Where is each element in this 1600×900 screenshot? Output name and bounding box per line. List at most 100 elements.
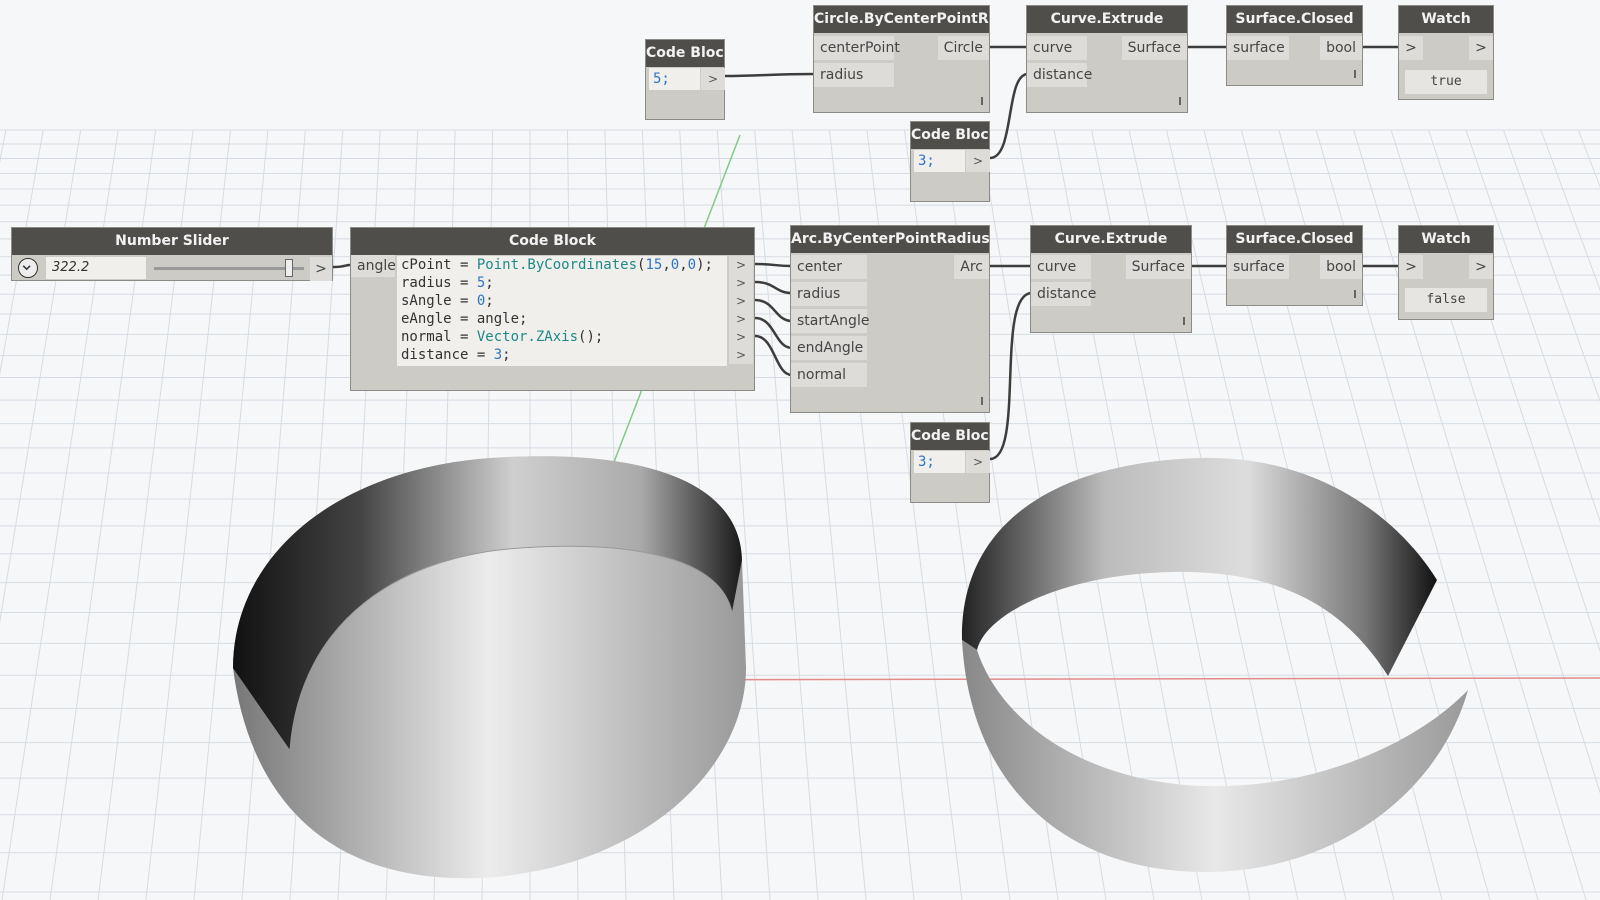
code-token: ; — [485, 275, 494, 291]
node-title: Code Block — [911, 423, 989, 450]
input-port-radius[interactable]: radius — [791, 282, 867, 306]
code-line[interactable]: sAngle = 0; — [397, 292, 727, 310]
code-token: , — [662, 257, 671, 273]
code-block-node-main[interactable]: Code Block angle cPoint = Point.ByCoordi… — [350, 227, 755, 391]
code-block-node-distance-mid[interactable]: Code Block 3; > — [910, 422, 990, 503]
resize-grip[interactable] — [1354, 70, 1356, 78]
circle-by-center-point-radius-node[interactable]: Circle.ByCenterPointRadius centerPoint r… — [813, 5, 990, 113]
arc-surface-preview — [961, 457, 1468, 873]
resize-grip[interactable] — [1354, 290, 1356, 298]
watch-value: true — [1405, 70, 1487, 94]
input-port-surface[interactable]: surface — [1227, 36, 1289, 60]
output-port[interactable]: > — [310, 257, 332, 281]
input-port-startangle[interactable]: startAngle — [791, 309, 869, 333]
input-port-radius[interactable]: radius — [814, 63, 894, 87]
code-token: normal = — [401, 329, 477, 345]
output-port[interactable]: > — [966, 150, 990, 172]
output-port[interactable]: > — [729, 310, 753, 328]
output-port-bool[interactable]: bool — [1320, 36, 1362, 60]
output-port[interactable]: > — [729, 346, 753, 364]
code-token: 0 — [476, 293, 486, 309]
code-token: ( — [637, 257, 646, 273]
code-line[interactable]: 5; — [649, 68, 700, 90]
code-line[interactable]: radius = 5; — [397, 274, 727, 292]
input-port-surface[interactable]: surface — [1227, 255, 1289, 279]
code-block-node-distance-top[interactable]: Code Block 3; > — [910, 121, 990, 202]
input-port-centerpoint[interactable]: centerPoint — [814, 36, 900, 60]
code-line[interactable]: 3; — [914, 451, 965, 473]
output-port-surface[interactable]: Surface — [1125, 255, 1191, 279]
code-editor[interactable]: cPoint = Point.ByCoordinates(15,0,0);rad… — [397, 256, 727, 366]
code-line[interactable]: 3; — [914, 150, 965, 172]
output-port-circle[interactable]: Circle — [937, 36, 989, 60]
node-title: Arc.ByCenterPointRadiusAngle — [791, 226, 989, 253]
node-title: Code Block — [351, 228, 754, 255]
code-line[interactable]: cPoint = Point.ByCoordinates(15,0,0); — [397, 256, 727, 274]
node-title: Curve.Extrude — [1031, 226, 1191, 253]
code-token: distance = — [401, 347, 494, 363]
input-port-curve[interactable]: curve — [1027, 36, 1087, 60]
output-port[interactable]: > — [729, 274, 753, 292]
input-port-distance[interactable]: distance — [1031, 282, 1096, 306]
node-title: Surface.Closed — [1227, 6, 1362, 33]
input-port-angle[interactable]: angle — [351, 255, 396, 277]
code-token: 3 — [493, 347, 503, 363]
code-token: radius = — [401, 275, 477, 291]
code-token: ; — [485, 293, 494, 309]
code-line[interactable]: distance = 3; — [397, 346, 727, 364]
resize-grip[interactable] — [981, 397, 983, 405]
slider-value[interactable]: 322.2 — [46, 257, 146, 279]
output-port[interactable]: > — [729, 256, 753, 274]
number-slider-node[interactable]: Number Slider 322.2 > — [11, 227, 333, 281]
input-port-normal[interactable]: normal — [791, 363, 867, 387]
code-token: Vector.ZAxis — [476, 329, 579, 345]
output-port[interactable]: > — [966, 451, 990, 473]
slider-track[interactable] — [154, 267, 304, 270]
surface-closed-node-mid[interactable]: Surface.Closed surface bool — [1226, 225, 1363, 306]
code-token: 5 — [476, 275, 486, 291]
watch-value: false — [1405, 288, 1487, 312]
node-title: Circle.ByCenterPointRadius — [814, 6, 989, 33]
node-title: Number Slider — [12, 228, 332, 255]
input-port-center[interactable]: center — [791, 255, 867, 279]
output-port[interactable]: > — [701, 68, 725, 90]
output-port[interactable]: > — [1469, 36, 1493, 60]
code-line[interactable]: eAngle = angle; — [397, 310, 727, 328]
input-port[interactable]: > — [1399, 36, 1423, 60]
arc-by-center-point-radius-angle-node[interactable]: Arc.ByCenterPointRadiusAngle Arc center r… — [790, 225, 990, 413]
curve-extrude-node-mid[interactable]: Curve.Extrude curve distance Surface — [1030, 225, 1192, 333]
code-token: ); — [696, 257, 713, 273]
input-port[interactable]: > — [1399, 255, 1423, 279]
node-title: Code Block — [646, 40, 724, 67]
output-port-arc[interactable]: Arc — [954, 255, 989, 279]
code-token: Point.ByCoordinates — [476, 257, 638, 273]
code-block-node-radius[interactable]: Code Block 5; > — [645, 39, 725, 120]
slider-thumb[interactable] — [285, 259, 293, 277]
output-port-bool[interactable]: bool — [1320, 255, 1362, 279]
chevron-down-icon — [22, 265, 31, 271]
input-port-distance[interactable]: distance — [1027, 63, 1092, 87]
code-line[interactable]: normal = Vector.ZAxis(); — [397, 328, 727, 346]
output-port-surface[interactable]: Surface — [1121, 36, 1187, 60]
node-title: Surface.Closed — [1227, 226, 1362, 253]
curve-extrude-node-top[interactable]: Curve.Extrude curve distance Surface — [1026, 5, 1188, 113]
input-port-curve[interactable]: curve — [1031, 255, 1091, 279]
output-port[interactable]: > — [729, 292, 753, 310]
surface-closed-node-top[interactable]: Surface.Closed surface bool — [1226, 5, 1363, 86]
watch-node-mid[interactable]: Watch > > false — [1398, 225, 1494, 320]
watch-node-top[interactable]: Watch > > true — [1398, 5, 1494, 100]
input-port-endangle[interactable]: endAngle — [791, 336, 867, 360]
slider-expand-button[interactable] — [18, 258, 38, 278]
resize-grip[interactable] — [1183, 317, 1185, 325]
code-token: cPoint = — [401, 257, 477, 273]
node-title: Curve.Extrude — [1027, 6, 1187, 33]
output-port[interactable]: > — [1469, 255, 1493, 279]
code-token: (); — [578, 329, 604, 345]
resize-grip[interactable] — [1179, 97, 1181, 105]
output-port[interactable]: > — [729, 328, 753, 346]
resize-grip[interactable] — [981, 97, 983, 105]
code-token: 0 — [670, 257, 680, 273]
code-token: , — [679, 257, 688, 273]
node-title: Watch — [1399, 226, 1493, 253]
